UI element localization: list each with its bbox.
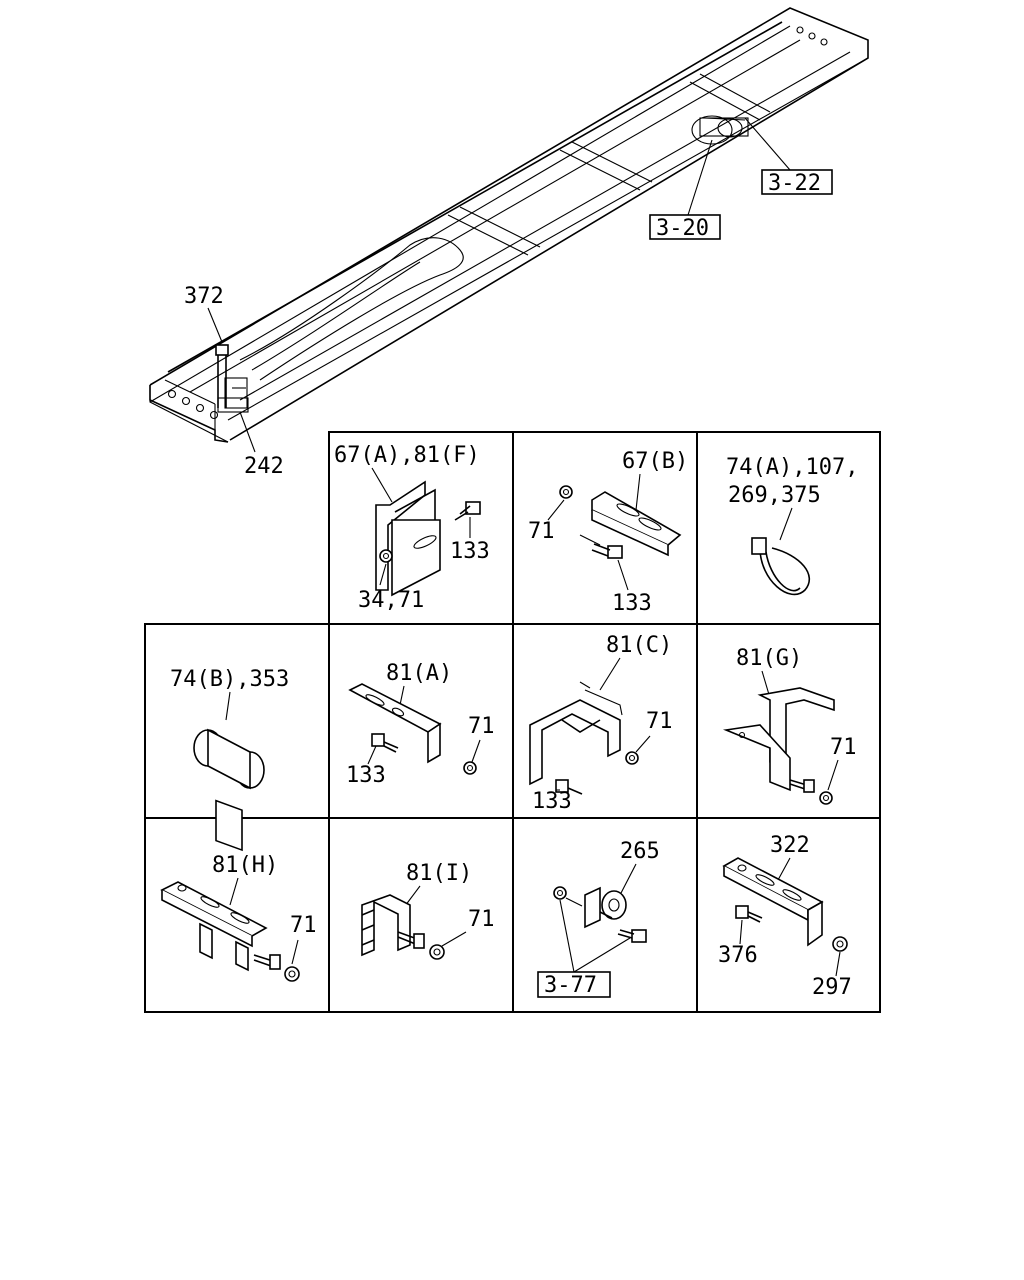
panel-67a-81f: 67(A),81(F) 133 34,71 <box>334 443 490 613</box>
label-71: 71 <box>468 907 495 932</box>
callout-242: 242 <box>244 454 284 479</box>
panel-81g: 81(G) 71 <box>722 646 857 805</box>
label-265: 265 <box>620 839 660 864</box>
label-81h: 81(H) <box>212 853 278 878</box>
label-322: 322 <box>770 833 810 858</box>
label-133: 133 <box>532 789 572 814</box>
label-34-71: 34,71 <box>358 588 424 613</box>
panel-cable-tie: 74(A),107, 269,375 <box>726 455 858 596</box>
label-71: 71 <box>646 709 673 734</box>
parts-grid <box>144 431 881 1013</box>
label-74b-353: 74(B),353 <box>170 667 289 692</box>
label-71: 71 <box>468 714 495 739</box>
callout-3-20: 3-20 <box>656 216 709 241</box>
label-376: 376 <box>718 943 758 968</box>
label-74a-107: 74(A),107, <box>726 455 858 480</box>
label-81g: 81(G) <box>736 646 802 671</box>
panel-265: 265 3-77 <box>537 839 660 998</box>
label-67b: 67(B) <box>622 449 688 474</box>
label-133: 133 <box>346 763 386 788</box>
label-67a-81f: 67(A),81(F) <box>334 443 480 468</box>
label-297: 297 <box>812 975 852 1000</box>
panel-322: 322 376 297 <box>718 833 852 1000</box>
panel-67b: 67(B) 71 133 <box>528 449 688 616</box>
panel-81i: 81(I) 71 <box>361 861 495 960</box>
label-81a: 81(A) <box>386 661 452 686</box>
label-133: 133 <box>612 591 652 616</box>
label-269-375: 269,375 <box>728 483 821 508</box>
label-71: 71 <box>290 913 317 938</box>
label-71: 71 <box>830 735 857 760</box>
panel-81h: 81(H) 71 <box>160 853 317 982</box>
label-81c: 81(C) <box>606 633 672 658</box>
callout-3-77: 3-77 <box>544 973 597 998</box>
callout-3-22: 3-22 <box>768 171 821 196</box>
rear-bracket-assembly <box>215 344 249 413</box>
panel-74b-353: 74(B),353 <box>170 667 289 852</box>
label-81i: 81(I) <box>406 861 472 886</box>
label-133: 133 <box>450 539 490 564</box>
frame-callouts: 3-22 3-20 372 242 <box>184 117 833 479</box>
callout-372: 372 <box>184 284 224 309</box>
label-71: 71 <box>528 519 555 544</box>
panel-81c: 81(C) 71 133 <box>529 633 673 814</box>
panel-81a: 81(A) 71 133 <box>346 661 495 788</box>
front-bracket-cluster <box>691 115 749 145</box>
chassis-frame <box>149 7 869 443</box>
